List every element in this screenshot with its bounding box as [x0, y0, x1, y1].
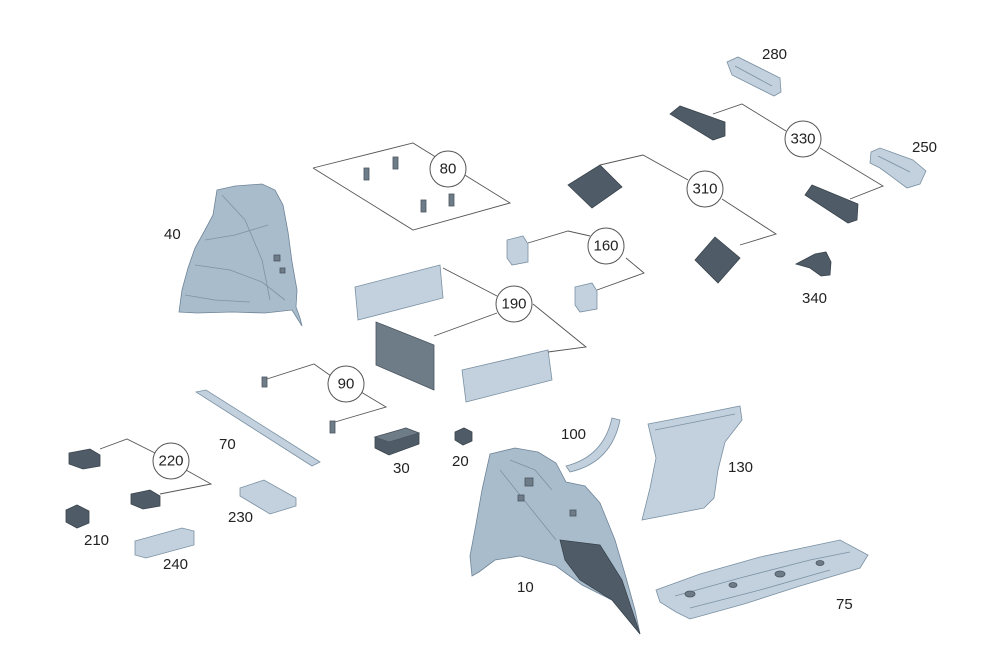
pad-310-a	[567, 164, 623, 209]
label-230: 230	[228, 509, 253, 526]
pad-230	[239, 479, 297, 515]
callout-circle-310	[686, 170, 724, 208]
label-80: 80	[440, 161, 457, 178]
label-10: 10	[517, 579, 534, 596]
part-90-group: 90	[261, 363, 388, 434]
label-210: 210	[84, 532, 109, 549]
pad-80-b	[392, 156, 399, 170]
part-160-group: 160	[506, 227, 645, 313]
part-230: 230	[228, 479, 297, 526]
leader-310	[599, 154, 689, 181]
callout-circle-220	[152, 442, 190, 480]
block-210	[65, 504, 90, 529]
callout-circle-90	[327, 365, 365, 403]
part-70: 70	[194, 389, 321, 467]
label-30: 30	[393, 460, 410, 477]
block-20	[454, 427, 473, 446]
panel-190-b	[375, 321, 435, 391]
part-330-group: 330	[669, 103, 885, 224]
callout-circle-80	[429, 150, 467, 188]
leader-310-b	[721, 198, 778, 246]
label-40: 40	[164, 226, 181, 243]
label-310: 310	[692, 181, 717, 198]
part-20: 20	[452, 427, 473, 470]
label-90: 90	[338, 376, 355, 393]
panel-190-a	[354, 264, 444, 321]
clip-220-a	[68, 448, 101, 470]
label-70: 70	[219, 436, 236, 453]
label-220: 220	[158, 453, 183, 470]
part-210: 210	[65, 504, 109, 549]
pad-310-b	[694, 236, 741, 284]
pad-80-c	[420, 199, 427, 213]
part-130: 130	[641, 405, 753, 521]
pad-90-b	[329, 420, 336, 434]
label-75: 75	[836, 596, 853, 613]
panel-190-d	[461, 349, 553, 403]
label-330: 330	[790, 131, 815, 148]
part-280: 280	[726, 46, 787, 97]
arc-strip-100	[565, 417, 621, 473]
part-40: 40	[164, 183, 303, 327]
leader-190	[442, 267, 498, 297]
floor-panel-75	[655, 539, 869, 620]
leader-220-b	[159, 469, 213, 495]
label-190: 190	[501, 296, 526, 313]
label-130: 130	[728, 459, 753, 476]
leader-190-c	[433, 312, 498, 337]
part-240: 240	[134, 527, 195, 573]
bracket-250	[869, 147, 927, 189]
panel-130	[641, 405, 743, 521]
label-280: 280	[762, 46, 787, 63]
clip-160-a	[506, 235, 529, 266]
pad-80-a	[363, 167, 370, 181]
pad-80-d	[448, 193, 455, 207]
bracket-340	[794, 251, 832, 277]
leader-330-b	[819, 147, 885, 200]
rail-70	[194, 389, 321, 467]
label-160: 160	[593, 238, 618, 255]
block-240	[134, 527, 195, 559]
part-75: 75	[655, 539, 869, 620]
part-30: 30	[373, 427, 421, 477]
leader-220	[99, 438, 156, 454]
leader-80	[312, 142, 512, 231]
leader-160	[527, 230, 591, 244]
label-240: 240	[163, 556, 188, 573]
strip-330-b	[804, 184, 859, 224]
callout-circle-330	[784, 120, 822, 158]
clip-160-b	[574, 282, 598, 313]
part-100: 100	[561, 417, 621, 473]
leader-330	[712, 103, 787, 132]
leader-90	[266, 363, 332, 380]
label-20: 20	[452, 453, 469, 470]
leader-90-b	[334, 391, 388, 423]
part-190-group: 190	[354, 264, 588, 403]
part-340: 340	[794, 251, 832, 307]
clip-220-b	[130, 489, 161, 510]
panel-10	[469, 447, 641, 635]
pad-90-a	[261, 376, 268, 388]
callout-circle-190	[495, 285, 533, 323]
part-220-group: 220	[68, 438, 213, 510]
leader-190-b	[532, 303, 588, 353]
strip-330-a	[669, 105, 726, 141]
part-10: 10	[469, 447, 641, 635]
label-250: 250	[912, 139, 937, 156]
leader-160-b	[596, 257, 645, 291]
part-250: 250	[869, 139, 937, 189]
panel-40	[178, 183, 303, 327]
part-310-group: 310	[567, 154, 778, 284]
part-80-group: 80	[312, 142, 512, 231]
label-100: 100	[561, 426, 586, 443]
callout-circle-160	[587, 227, 625, 265]
label-340: 340	[802, 290, 827, 307]
